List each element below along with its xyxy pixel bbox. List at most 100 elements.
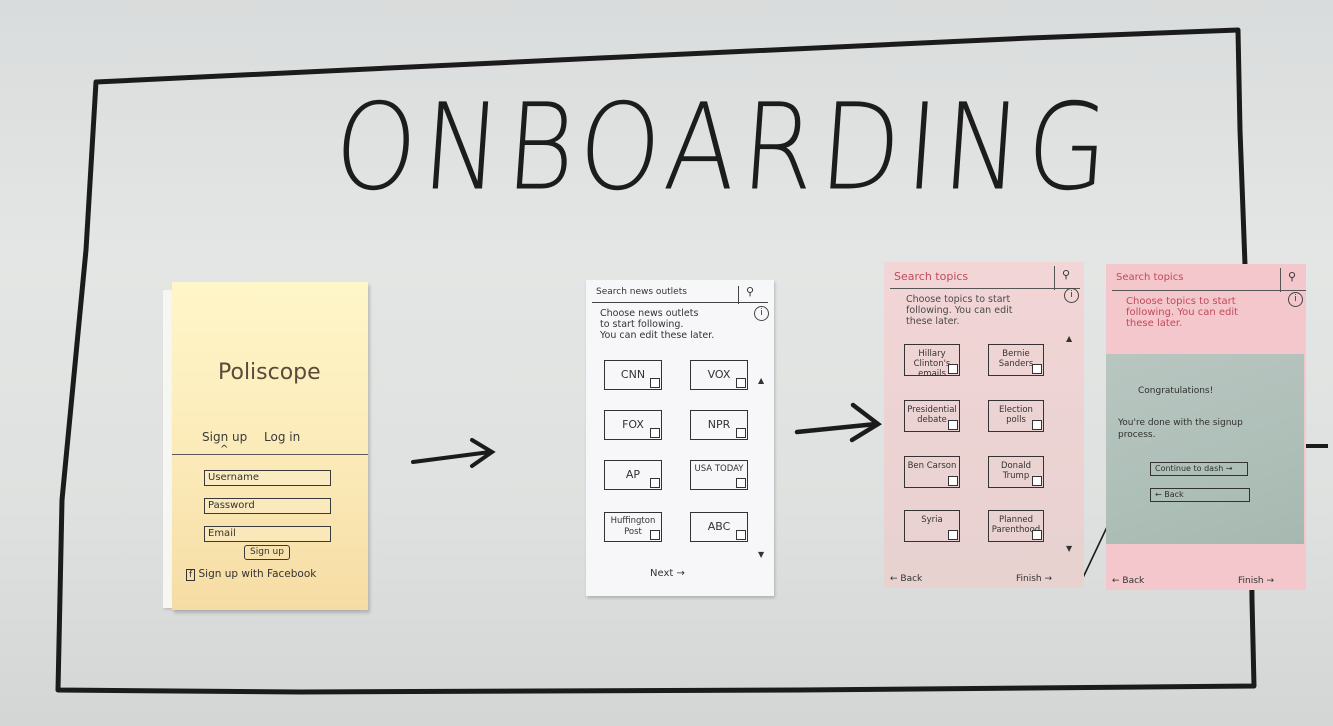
- topic-card[interactable]: Bernie Sanders: [988, 344, 1044, 376]
- search-placeholder: Search news outlets: [596, 287, 687, 297]
- search-bar[interactable]: Search news outlets ⚲: [592, 285, 768, 304]
- checkbox-icon[interactable]: [948, 530, 958, 540]
- topic-card[interactable]: Presidential debate: [904, 400, 960, 432]
- arrow-1: [411, 450, 492, 464]
- outlet-card[interactable]: ABC: [690, 512, 748, 542]
- outlet-label: VOX: [707, 368, 731, 381]
- next-button[interactable]: Next →: [650, 568, 685, 579]
- checkbox-icon[interactable]: [650, 378, 660, 388]
- instruction-line: following. You can edit: [906, 305, 1013, 316]
- sketch-topics: Search topics ⚲ Choose topics to start f…: [884, 262, 1084, 588]
- topic-label: Donald Trump: [1000, 461, 1032, 481]
- checkbox-icon[interactable]: [1032, 364, 1042, 374]
- page-title: ONBOARDING: [330, 76, 1119, 218]
- scroll-down-icon[interactable]: ▼: [1066, 544, 1073, 553]
- back-button[interactable]: ← Back: [1112, 576, 1145, 586]
- username-field[interactable]: Username: [204, 470, 331, 486]
- outlet-card[interactable]: FOX: [604, 410, 662, 440]
- facebook-icon: f: [186, 569, 196, 581]
- outlet-card[interactable]: VOX: [690, 360, 748, 390]
- outlet-label: CNN: [620, 368, 646, 381]
- instruction-line: these later.: [1126, 318, 1183, 329]
- facebook-signup-button[interactable]: f Sign up with Facebook: [186, 568, 317, 581]
- email-field[interactable]: Email: [204, 526, 331, 542]
- search-bar[interactable]: Search topics ⚲: [890, 266, 1080, 290]
- caret-up-icon: ^: [220, 444, 229, 455]
- checkbox-icon[interactable]: [736, 530, 746, 540]
- checkbox-icon[interactable]: [948, 476, 958, 486]
- checkbox-icon[interactable]: [736, 378, 746, 388]
- scroll-down-icon[interactable]: ▼: [758, 550, 765, 559]
- sketch-news-outlets: Search news outlets ⚲ Choose news outlet…: [586, 280, 774, 596]
- checkbox-icon[interactable]: [736, 478, 746, 488]
- info-icon[interactable]: i: [1288, 292, 1303, 307]
- topic-label: Bernie Sanders: [998, 349, 1034, 369]
- search-divider: [738, 286, 739, 304]
- topic-card[interactable]: Election polls: [988, 400, 1044, 432]
- checkbox-icon[interactable]: [736, 428, 746, 438]
- topic-card[interactable]: Planned Parenthood: [988, 510, 1044, 542]
- password-field[interactable]: Password: [204, 498, 331, 514]
- scroll-up-icon[interactable]: ▲: [1066, 334, 1073, 343]
- outlet-card[interactable]: USA TODAY: [690, 460, 748, 490]
- topic-label: Election polls: [999, 405, 1033, 425]
- checkbox-icon[interactable]: [650, 478, 660, 488]
- checkbox-icon[interactable]: [650, 428, 660, 438]
- finish-button[interactable]: Finish →: [1238, 576, 1275, 586]
- checkbox-icon[interactable]: [948, 420, 958, 430]
- topic-label: Syria: [921, 515, 943, 525]
- sketch-signup: Poliscope Sign up Log in ^ Username Pass…: [172, 282, 368, 610]
- congrats-modal: Congratulations! You're done with the si…: [1106, 354, 1304, 544]
- outlet-label: AP: [625, 468, 641, 481]
- instruction-line: Choose topics to start: [1126, 296, 1236, 307]
- topic-label: Presidential debate: [907, 405, 957, 425]
- search-icon[interactable]: ⚲: [1062, 268, 1071, 281]
- topic-label: Hillary Clinton's emails: [913, 349, 951, 379]
- topic-card[interactable]: Hillary Clinton's emails: [904, 344, 960, 379]
- modal-back-button[interactable]: ← Back: [1150, 488, 1250, 502]
- instruction-line: Choose news outlets: [600, 308, 699, 319]
- modal-title: Congratulations!: [1138, 386, 1214, 396]
- outlet-label: FOX: [622, 418, 644, 431]
- arrow-2: [794, 421, 879, 435]
- facebook-label: Sign up with Facebook: [198, 568, 317, 580]
- info-icon[interactable]: i: [1064, 288, 1079, 303]
- instruction-line: You can edit these later.: [600, 330, 715, 341]
- tab-login[interactable]: Log in: [264, 430, 301, 444]
- tab-signup[interactable]: Sign up: [202, 430, 248, 444]
- search-divider: [1280, 268, 1281, 292]
- outlet-card[interactable]: NPR: [690, 410, 748, 440]
- topic-card[interactable]: Ben Carson: [904, 456, 960, 488]
- checkbox-icon[interactable]: [1032, 420, 1042, 430]
- back-button[interactable]: ← Back: [890, 574, 923, 584]
- outlet-label: Huffington Post: [610, 516, 656, 537]
- modal-body-line: process.: [1118, 430, 1156, 440]
- search-icon[interactable]: ⚲: [1288, 270, 1297, 283]
- topic-label: Ben Carson: [907, 461, 957, 471]
- divider: [172, 454, 368, 455]
- sketch-complete: Search topics ⚲ Choose topics to start f…: [1106, 264, 1306, 590]
- topic-card[interactable]: Donald Trump: [988, 456, 1044, 488]
- outlet-card[interactable]: Huffington Post: [604, 512, 662, 542]
- checkbox-icon[interactable]: [948, 364, 958, 374]
- outlet-card[interactable]: AP: [604, 460, 662, 490]
- checkbox-icon[interactable]: [650, 530, 660, 540]
- search-divider: [1054, 266, 1055, 290]
- continue-button[interactable]: Continue to dash →: [1150, 462, 1248, 476]
- checkbox-icon[interactable]: [1032, 530, 1042, 540]
- outlet-label: ABC: [707, 520, 731, 533]
- scroll-up-icon[interactable]: ▲: [758, 376, 765, 385]
- outlet-card[interactable]: CNN: [604, 360, 662, 390]
- search-bar[interactable]: Search topics ⚲: [1112, 268, 1306, 292]
- instruction-line: these later.: [906, 316, 960, 327]
- instruction-line: following. You can edit: [1126, 307, 1239, 318]
- search-icon[interactable]: ⚲: [746, 285, 755, 298]
- info-icon[interactable]: i: [754, 306, 769, 321]
- instruction-line: to start following.: [600, 319, 684, 330]
- finish-button[interactable]: Finish →: [1016, 574, 1053, 584]
- signup-button[interactable]: Sign up: [244, 545, 290, 560]
- topic-card[interactable]: Syria: [904, 510, 960, 542]
- checkbox-icon[interactable]: [1032, 476, 1042, 486]
- outlet-label: NPR: [707, 418, 731, 431]
- instruction-line: Choose topics to start: [906, 294, 1011, 305]
